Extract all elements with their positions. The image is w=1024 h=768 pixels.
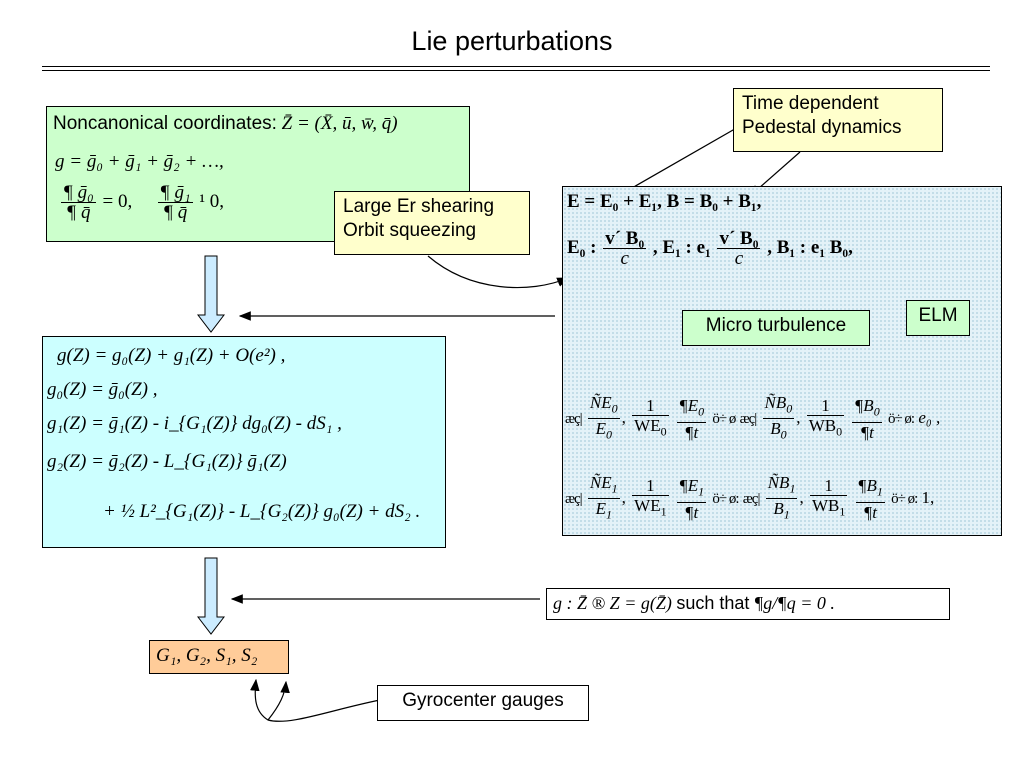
lie-eq-4: g₂(Z) = ḡ₂(Z) - L_{G₁(Z)} ḡ₁(Z): [47, 451, 287, 472]
arrow-gyro-left: [250, 678, 381, 722]
elm-callout: ELM: [906, 300, 970, 336]
arrow-large-er: [427, 255, 570, 289]
gauges-box: G₁, G₂, S₁, S₂: [149, 640, 289, 674]
b1-ordering: , B₁ : e₁ B₀,: [767, 236, 853, 258]
time-dependent-callout: Time dependent Pedestal dynamics: [733, 88, 943, 152]
lie-eq-2: g₀(Z) = ḡ₀(Z) ,: [47, 379, 158, 400]
page-title: Lie perturbations: [411, 26, 613, 56]
noncanonical-coordinates-math: Z̄ = (X̄, ū, w̄, q̄): [281, 113, 398, 134]
title-divider-top: [42, 66, 990, 67]
lie-perturbation-box: g(Z) = g₀(Z) + g₁(Z) + O(e²) , g₀(Z) = ḡ…: [42, 336, 446, 548]
ordering-e0: e₀ ,: [918, 407, 941, 427]
frac-vxb-c-2: v´ B₀ c: [717, 228, 761, 269]
title-divider-bottom: [42, 70, 990, 71]
micro-turbulence-callout: Micro turbulence: [682, 310, 870, 346]
lie-eq-1: g(Z) = g₀(Z) + g₁(Z) + O(e²) ,: [57, 345, 286, 366]
g-expansion: g = ḡ₀ + ḡ₁ + ḡ₂ + …,: [55, 151, 224, 172]
frac-g0-q: ¶ ḡ₀ ¶ q̄: [61, 182, 96, 223]
mapping-prefix: g : Z̄ ® Z = g(Z̄): [553, 593, 672, 613]
not-equal-zero: ¹ 0,: [199, 190, 225, 212]
mapping-box: g : Z̄ ® Z = g(Z̄) such that ¶g/¶q = 0 .: [546, 588, 950, 620]
large-er-callout: Large Er shearing Orbit squeezing: [334, 191, 530, 255]
e1-ordering: , E₁ : e₁: [652, 236, 711, 258]
lie-eq-5: + ½ L²_{G₁(Z)} - L_{G₂(Z)} g₀(Z) + dS₂ .: [103, 501, 421, 522]
down-arrow-2: [196, 557, 226, 635]
gyrocenter-gauges-callout: Gyrocenter gauges: [377, 685, 589, 721]
down-arrow-1: [196, 255, 226, 333]
mapping-such-that: such that: [676, 593, 750, 613]
mapping-suffix: ¶g/¶q = 0 .: [753, 593, 835, 613]
frac-g1-q: ¶ ḡ₁ ¶ q̄: [157, 182, 193, 223]
fields-box: E = E₀ + E₁, B = B₀ + B₁, E₀ : v´ B₀ c ,…: [562, 186, 1002, 536]
frac-vxb-c-1: v´ B₀ c: [603, 228, 647, 269]
field-decomposition: E = E₀ + E₁, B = B₀ + B₁,: [567, 191, 762, 212]
ordering-one: 1,: [921, 487, 935, 507]
e0-ordering: E₀ :: [567, 236, 597, 258]
noncanonical-label: Noncanonical coordinates:: [53, 113, 277, 134]
arrow-to-e0: [616, 125, 741, 197]
lie-eq-3: g₁(Z) = ḡ₁(Z) - i_{G₁(Z)} dg₀(Z) - dS₁ ,: [47, 413, 342, 434]
equals-zero: = 0,: [102, 190, 133, 212]
arrow-gyro-right: [267, 680, 290, 721]
gauges-symbols: G₁, G₂, S₁, S₂: [156, 645, 258, 666]
